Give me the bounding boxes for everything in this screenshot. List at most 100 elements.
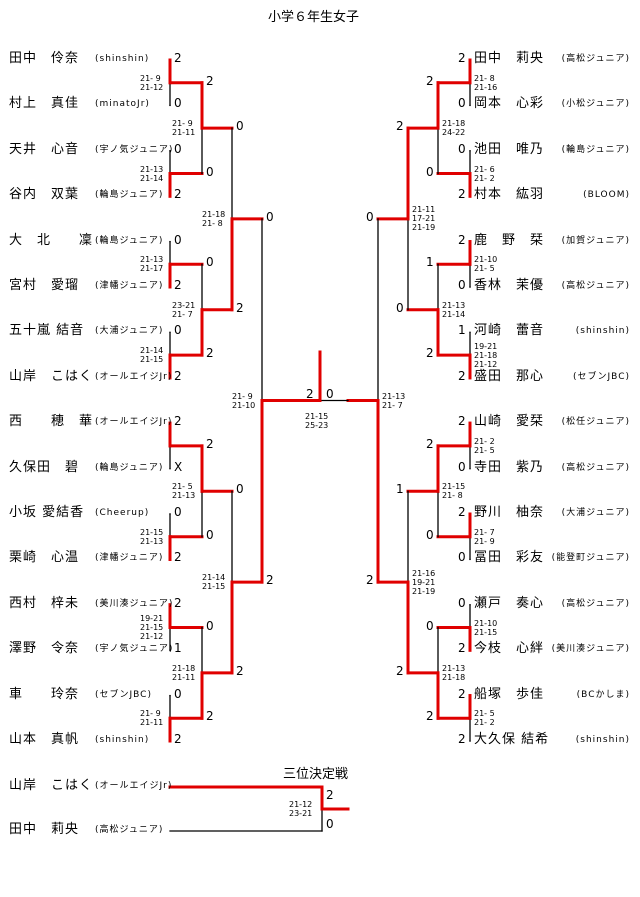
match-score: 1 xyxy=(174,641,182,656)
match-score: 0 xyxy=(174,141,182,156)
game-scores: 21-13 21-14 xyxy=(140,164,164,183)
match-score: 2 xyxy=(206,436,214,451)
match-score: 2 xyxy=(458,641,466,656)
match-score: 0 xyxy=(206,164,214,179)
player-club-right: (松任ジュニア) xyxy=(561,417,630,428)
player-club-left: (オールエイジJr) xyxy=(95,371,173,382)
player-name-left: 小坂 愛結香 xyxy=(9,505,85,520)
match-score: 0 xyxy=(174,323,182,338)
player-name-left: 大 北 凜 xyxy=(9,232,94,248)
player-club-left: (セブンJBC) xyxy=(95,689,152,700)
player-club-right: (高松ジュニア) xyxy=(561,54,630,64)
player-club-left: (大浦ジュニア) xyxy=(95,326,164,337)
match-score: 0 xyxy=(458,278,466,292)
player-name-right: 鹿 野 栞 xyxy=(474,232,545,248)
match-score: 2 xyxy=(458,187,466,202)
game-scores: 21-18 21-11 xyxy=(172,663,196,682)
player-club-right: (能登町ジュニア) xyxy=(551,553,630,564)
player-name-left: 西 穂 華 xyxy=(9,414,94,430)
game-scores: 21-16 19-21 21-19 xyxy=(412,568,436,596)
match-score: 0 xyxy=(458,141,466,156)
player-name-right: 船塚 歩佳 xyxy=(474,686,545,702)
match-score: 2 xyxy=(458,51,466,65)
match-score: 0 xyxy=(236,482,244,497)
game-scores: 21- 6 21- 2 xyxy=(474,164,495,183)
player-club-left: (宇ノ気ジュニア) xyxy=(95,144,174,155)
third-place-game-scores: 21-12 23-21 xyxy=(289,800,313,818)
player-name-left: 久保田 碧 xyxy=(9,459,80,475)
final-score: 2 xyxy=(306,386,314,401)
player-name-right: 大久保 結希 xyxy=(474,732,550,747)
player-club-right: (shinshin) xyxy=(575,326,630,337)
player-name-right: 瀬戸 奏心 xyxy=(474,595,545,611)
game-scores: 21-18 21- 8 xyxy=(202,209,226,228)
match-score: 2 xyxy=(426,436,434,451)
player-name-right: 岡本 心彩 xyxy=(474,96,545,112)
player-name-left: 澤野 令奈 xyxy=(9,641,80,657)
game-scores: 21-15 21- 8 xyxy=(442,482,466,501)
final-score: 0 xyxy=(326,386,334,401)
player-name-right: 寺田 紫乃 xyxy=(474,459,545,475)
game-scores: 21-10 21-15 xyxy=(474,618,498,637)
match-score: 2 xyxy=(174,732,182,746)
player-club-right: (高松ジュニア) xyxy=(561,462,630,473)
player-club-left: (Cheerup) xyxy=(95,508,150,518)
third-place-player: 田中 莉央 xyxy=(9,822,80,837)
player-club-left: (minatoJr) xyxy=(95,99,150,110)
match-score: 2 xyxy=(174,368,182,383)
player-name-left: 山岸 こはく xyxy=(9,368,94,384)
match-score: 0 xyxy=(366,209,374,224)
player-name-right: 池田 唯乃 xyxy=(474,141,545,157)
match-score: 2 xyxy=(174,550,182,565)
player-club-left: (shinshin) xyxy=(95,54,150,64)
player-name-left: 田中 伶奈 xyxy=(9,51,80,66)
match-score: 0 xyxy=(236,119,244,134)
player-club-right: (BCかしま) xyxy=(576,689,630,700)
player-club-right: (輪島ジュニア) xyxy=(561,144,630,155)
game-scores: 21-13 21-18 xyxy=(442,663,466,682)
match-score: 2 xyxy=(206,73,214,88)
match-score: 2 xyxy=(174,414,182,429)
match-score: 2 xyxy=(458,732,466,746)
game-scores: 21- 2 21- 5 xyxy=(474,436,495,455)
player-club-left: (美川湊ジュニア) xyxy=(95,598,174,609)
match-score: 0 xyxy=(174,232,182,247)
game-scores: 21-13 21-14 xyxy=(442,300,466,319)
match-score: 2 xyxy=(396,663,404,678)
game-scores: 21- 5 21-13 xyxy=(172,482,196,501)
match-score: 2 xyxy=(266,573,274,588)
match-score: 1 xyxy=(396,482,404,497)
match-score: 2 xyxy=(458,368,466,383)
player-name-right: 村本 紘羽 xyxy=(474,187,545,203)
match-score: 1 xyxy=(426,255,434,270)
game-scores: 21-15 21-13 xyxy=(140,527,164,546)
game-scores: 21-18 24-22 xyxy=(442,119,466,138)
match-score: 2 xyxy=(426,346,434,361)
match-score: 0 xyxy=(426,527,434,542)
game-scores: 19-21 21-15 21-12 xyxy=(140,614,164,641)
game-scores: 23-21 21- 7 xyxy=(172,300,196,319)
player-name-left: 栗崎 心温 xyxy=(9,550,80,566)
match-score: 0 xyxy=(426,618,434,633)
player-club-left: (shinshin) xyxy=(95,735,150,745)
match-score: 2 xyxy=(174,278,182,292)
game-scores: 21- 7 21- 9 xyxy=(474,527,495,546)
player-name-right: 今枝 心絆 xyxy=(474,641,545,657)
match-score: 2 xyxy=(236,663,244,678)
third-place-title: 三位決定戦 xyxy=(283,767,349,782)
match-score: 0 xyxy=(174,96,182,111)
player-name-left: 車 玲奈 xyxy=(9,686,80,702)
player-club-right: (shinshin) xyxy=(575,735,630,745)
player-name-right: 河崎 蕾音 xyxy=(474,323,545,339)
match-score: 2 xyxy=(396,119,404,134)
match-score: 1 xyxy=(458,323,466,338)
match-score: X xyxy=(174,459,183,474)
player-club-left: (津幡ジュニア) xyxy=(95,553,164,564)
game-scores: 21-13 21-17 xyxy=(140,255,164,274)
player-club-right: (セブンJBC) xyxy=(573,371,630,382)
third-place-score: 0 xyxy=(326,817,334,831)
match-score: 0 xyxy=(458,96,466,111)
player-club-left: (津幡ジュニア) xyxy=(95,281,164,291)
game-scores: 21- 9 21-10 xyxy=(232,391,256,410)
